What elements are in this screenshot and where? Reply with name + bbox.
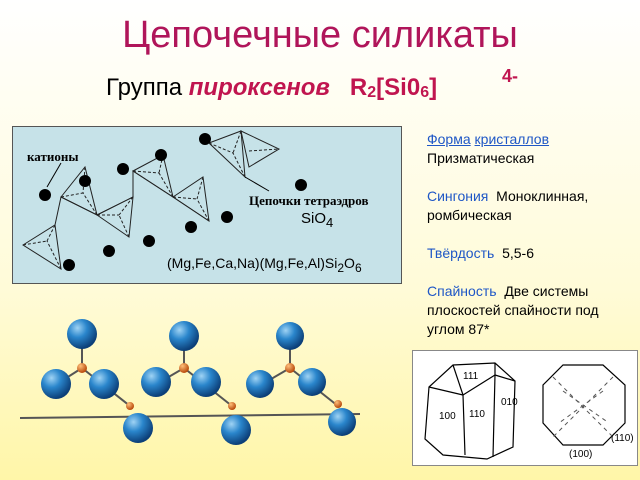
ball-and-stick-model: [20, 319, 360, 445]
cation-dot: [185, 221, 197, 233]
syngony-block: Сингония Моноклинная, ромбическая: [427, 187, 637, 225]
cleavage-block: Спайность Две системы плоскостей спайнос…: [427, 282, 637, 339]
hardness-value: 5,5-6: [502, 245, 534, 261]
chain-diagram: катионы Цепочки тетраэдров SiO4 (Mg,Fe,C…: [12, 126, 402, 284]
cation-dot: [221, 211, 233, 223]
tetrahedron: [22, 224, 62, 270]
cation-dot: [143, 235, 155, 247]
tetrahedron: [132, 154, 174, 199]
group-name: пироксенов: [188, 74, 330, 101]
form-key[interactable]: Форма: [427, 131, 471, 147]
formula-body: [Si0: [376, 74, 421, 101]
group-formula: R2[Si06]: [350, 74, 437, 101]
face-010-label: 010: [501, 397, 518, 408]
cation-dot: [199, 133, 211, 145]
section-110-label: (110): [611, 433, 634, 444]
group-prefix: Группа: [106, 74, 183, 101]
cation-dot: [117, 163, 129, 175]
cation-dot: [155, 149, 167, 161]
sio4-label: SiO4: [301, 210, 333, 230]
syngony-key: Сингония: [427, 188, 489, 204]
oxygen-spheres: [41, 319, 356, 445]
hardness-block: Твёрдость 5,5-6: [427, 244, 637, 263]
slide-title: Цепочечные силикаты: [122, 14, 518, 56]
cations-pointer: [46, 162, 62, 188]
properties-panel: Форма кристаллов Призматическая Сингония…: [427, 130, 637, 358]
section-100-label: (100): [569, 449, 593, 460]
cleavage-value: Две системы плоскостей спайности под угл…: [427, 283, 599, 337]
tetrahedron: [208, 130, 246, 179]
general-formula-o: O: [344, 255, 355, 271]
tetrahedron: [96, 196, 134, 238]
cation-dot: [63, 259, 75, 271]
formula-r: R: [349, 74, 368, 101]
chains-label: Цепочки тетраэдров: [249, 193, 369, 208]
cleavage-key: Спайность: [427, 283, 497, 299]
cation-dot: [295, 179, 307, 191]
chain-structure-drawing: [22, 130, 307, 271]
form-block: Форма кристаллов Призматическая: [427, 130, 637, 168]
group-heading: Группа пироксенов R2[Si06]: [106, 74, 437, 102]
cation-dot: [103, 245, 115, 257]
crystal-drawings: 111 100 110 010 (110) (100): [412, 350, 638, 466]
formula-body-sub: 6: [420, 84, 430, 101]
cation-dot: [79, 175, 91, 187]
sio4-text: SiO: [301, 210, 327, 227]
general-formula-sub1: 2: [337, 260, 345, 275]
cations-label: катионы: [27, 149, 79, 164]
silicon-atoms: [77, 363, 342, 410]
tetrahedron: [240, 130, 281, 168]
hardness-key: Твёрдость: [427, 245, 495, 261]
chains-pointer: [244, 176, 270, 192]
formula-charge: 4-: [502, 66, 519, 86]
form-value: Призматическая: [427, 150, 535, 166]
cation-dot: [39, 189, 51, 201]
tetrahedron: [172, 176, 210, 223]
general-formula-main: (Mg,Fe,Ca,Na)(Mg,Fe,Al)Si: [167, 255, 338, 271]
crystal-sketch: [424, 362, 626, 460]
crystals-key[interactable]: кристаллов: [474, 131, 550, 147]
face-111-label: 111: [463, 371, 479, 382]
formula-close: ]: [429, 74, 438, 101]
face-100-label: 100: [439, 411, 456, 422]
general-formula: (Mg,Fe,Ca,Na)(Mg,Fe,Al)Si2O6: [167, 255, 362, 275]
syngony-value: Моноклинная, ромбическая: [427, 188, 589, 223]
face-110-label: 110: [469, 409, 485, 420]
sio4-sub: 4: [326, 215, 334, 230]
formula-r-sub: 2: [367, 84, 377, 101]
tetrahedron: [60, 165, 98, 216]
general-formula-sub2: 6: [354, 260, 362, 275]
